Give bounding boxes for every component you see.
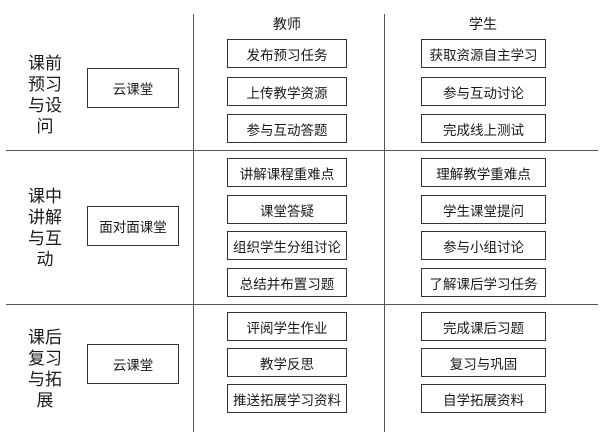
section-divider-1 [6, 150, 598, 151]
teacher-task-box: 上传教学资源 [227, 77, 347, 106]
stage-line: 与拓 [28, 370, 62, 390]
student-task-box: 理解教学重难点 [421, 158, 546, 187]
student-task-box: 完成课后习题 [421, 312, 546, 341]
teacher-task-box: 发布预习任务 [227, 39, 347, 68]
teacher-column-header: 教师 [273, 17, 301, 33]
teacher-task-box: 总结并布置习题 [227, 268, 347, 297]
teacher-task-box: 组织学生分组讨论 [227, 231, 347, 260]
student-task-box: 参与互动讨论 [421, 77, 546, 106]
platform-in-class: 面对面课堂 [87, 206, 179, 246]
teacher-task-box: 参与互动答题 [227, 114, 347, 143]
teacher-task-box: 评阅学生作业 [227, 312, 347, 341]
stage-pre-class: 课前 预习 与设 问 [18, 54, 72, 138]
stage-line: 讲解 [28, 208, 62, 228]
stage-line: 课中 [28, 187, 62, 207]
stage-line: 课后 [28, 328, 62, 348]
student-task-box: 参与小组讨论 [421, 231, 546, 260]
column-divider-1 [193, 14, 194, 432]
column-divider-2 [384, 14, 385, 432]
student-task-box: 了解课后学习任务 [421, 268, 546, 297]
teacher-task-box: 教学反思 [227, 348, 347, 377]
teacher-task-box: 讲解课程重难点 [227, 158, 347, 187]
stage-line: 动 [36, 250, 54, 270]
student-task-box: 完成线上测试 [421, 114, 546, 143]
student-task-box: 自学拓展资料 [421, 384, 546, 413]
platform-post-class: 云课堂 [87, 344, 179, 384]
stage-line: 课前 [28, 54, 62, 74]
stage-line: 展 [36, 391, 54, 411]
section-divider-2 [6, 304, 598, 305]
teacher-task-box: 推送拓展学习资料 [227, 384, 347, 413]
stage-line: 问 [36, 117, 54, 137]
student-task-box: 获取资源自主学习 [421, 39, 546, 68]
student-task-box: 复习与巩固 [421, 348, 546, 377]
teacher-task-box: 课堂答疑 [227, 195, 347, 224]
platform-pre-class: 云课堂 [87, 68, 179, 108]
stage-line: 复习 [28, 349, 62, 369]
stage-post-class: 课后 复习 与拓 展 [18, 328, 72, 412]
student-task-box: 学生课堂提问 [421, 195, 546, 224]
student-column-header: 学生 [469, 17, 497, 33]
stage-in-class: 课中 讲解 与互 动 [18, 187, 72, 271]
stage-line: 预习 [28, 75, 62, 95]
stage-line: 与互 [28, 229, 62, 249]
stage-line: 与设 [28, 96, 62, 116]
